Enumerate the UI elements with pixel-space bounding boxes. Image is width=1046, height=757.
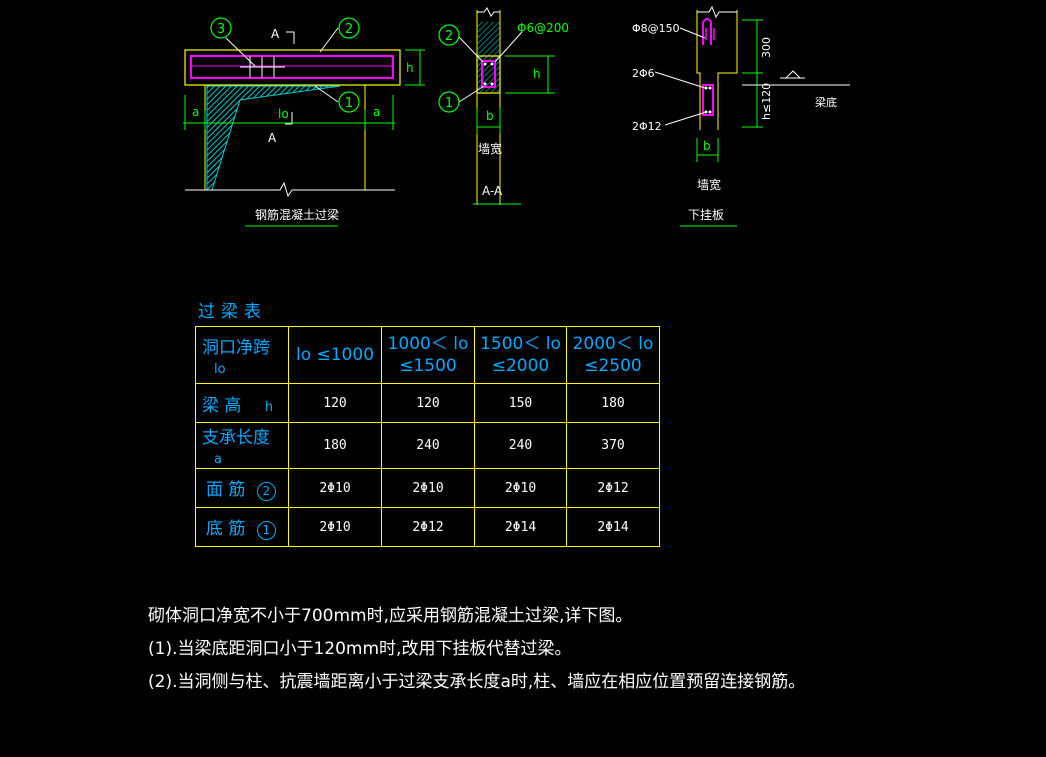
row-header-support: 支承长度 a [195, 422, 289, 469]
section-stirrup [481, 60, 496, 88]
section-mark-top: A [271, 27, 280, 41]
section-beam [476, 55, 501, 94]
slab-2phi6-label: 2Φ6 [632, 67, 655, 80]
slab-rebar [702, 84, 714, 116]
table-cell: 2Φ10 [381, 468, 475, 508]
table-cell: 120 [381, 383, 475, 423]
circle-1-label: 1 [345, 96, 353, 111]
slab-title: 下挂板 [688, 208, 724, 222]
section-dim-b: b [486, 109, 494, 123]
slab-wall-width: 墙宽 [697, 177, 721, 192]
section-circle-1: 1 [445, 96, 453, 111]
table-cell: 2Φ10 [288, 507, 382, 547]
table-row: 梁 高 h 120 120 150 180 [195, 383, 660, 423]
table-cell: 2Φ14 [474, 507, 567, 547]
section-mark-bottom: A [268, 131, 277, 145]
table-cell: 2Φ12 [381, 507, 475, 547]
row-header-span: 洞口净跨 lo [195, 326, 289, 384]
circle-2 [338, 17, 360, 39]
note-line: (2).当洞侧与柱、抗震墙距离小于过梁支承长度a时,柱、墙应在相应位置预留连接钢… [148, 672, 806, 692]
beam-outline [184, 49, 401, 86]
row-header-bottom-rebar: 底 筋 1 [195, 507, 289, 547]
table-cell: 2Φ14 [566, 507, 660, 547]
col-header-1: lo ≤1000 [288, 326, 382, 384]
rebar-cage [190, 55, 394, 79]
section-circle-2: 2 [445, 29, 453, 44]
table-cell: 2Φ12 [566, 468, 660, 508]
table-row: 底 筋 1 2Φ10 2Φ12 2Φ14 2Φ14 [195, 507, 660, 547]
table-row: 洞口净跨 lo lo ≤1000 1000＜ lo ≤1500 1500＜ lo… [195, 326, 660, 384]
section-dim-h: h [533, 67, 541, 81]
slab-stirrup-label: Φ8@150 [632, 22, 680, 35]
hanging-slab: Φ8@150 2Φ6 2Φ12 300 h≤120 梁底 b 墙宽 下挂板 [632, 5, 850, 227]
slab-dim-b: b [703, 139, 711, 153]
table-cell: 240 [381, 422, 475, 469]
table-cell: 180 [288, 422, 382, 469]
dim-a-left: a [192, 105, 199, 119]
table-cell: 2Φ10 [474, 468, 567, 508]
stirrup-label: Φ6@200 [517, 21, 569, 35]
lintel-table: 洞口净跨 lo lo ≤1000 1000＜ lo ≤1500 1500＜ lo… [195, 326, 660, 547]
dim-h: h [406, 61, 414, 75]
dim-h120: h≤120 [760, 83, 773, 120]
dim-300: 300 [760, 37, 773, 58]
row-header-top-rebar: 面 筋 2 [195, 468, 289, 508]
col-header-4: 2000＜ lo ≤2500 [566, 326, 660, 384]
section-title: A-A [482, 184, 503, 198]
dim-lo: lo [278, 107, 289, 121]
hatched-support [206, 85, 341, 191]
table-cell: 180 [566, 383, 660, 423]
notes: 砌体洞口净宽不小于700mm时,应采用钢筋混凝土过梁,详下图。 (1).当梁底距… [148, 600, 805, 699]
table-row: 面 筋 2 2Φ10 2Φ10 2Φ10 2Φ12 [195, 468, 660, 508]
circle-3-label: 3 [217, 22, 225, 37]
table-cell: 240 [474, 422, 567, 469]
row-header-height: 梁 高 h [195, 383, 289, 423]
circle-2-label: 2 [345, 22, 353, 37]
circle-3 [210, 17, 232, 39]
beam-bottom-label: 梁底 [815, 95, 837, 109]
table-cell: 150 [474, 383, 567, 423]
slab-2phi12-label: 2Φ12 [632, 120, 662, 133]
table-cell: 2Φ10 [288, 468, 382, 508]
table-cell: 370 [566, 422, 660, 469]
col-header-2: 1000＜ lo ≤1500 [381, 326, 475, 384]
lintel-drawing: 3 2 1 A A a lo a h 钢筋混凝土过梁 [183, 5, 850, 227]
circle-1 [338, 91, 360, 113]
dim-a-right: a [373, 105, 380, 119]
table-cell: 120 [288, 383, 382, 423]
note-line: (1).当梁底距洞口小于120mm时,改用下挂板代替过梁。 [148, 639, 572, 659]
table-row: 支承长度 a 180 240 240 370 [195, 422, 660, 469]
lintel-elevation: 3 2 1 A A a lo a h 钢筋混凝土过梁 [183, 17, 425, 227]
section-aa: 2 1 Φ6@200 h b 墙宽 A-A [438, 7, 569, 205]
section-wall-width: 墙宽 [478, 141, 502, 156]
note-line: 砌体洞口净宽不小于700mm时,应采用钢筋混凝土过梁,详下图。 [148, 606, 633, 626]
lintel-title: 钢筋混凝土过梁 [255, 207, 339, 222]
table-title: 过梁表 [198, 302, 267, 322]
col-header-3: 1500＜ lo ≤2000 [474, 326, 567, 384]
